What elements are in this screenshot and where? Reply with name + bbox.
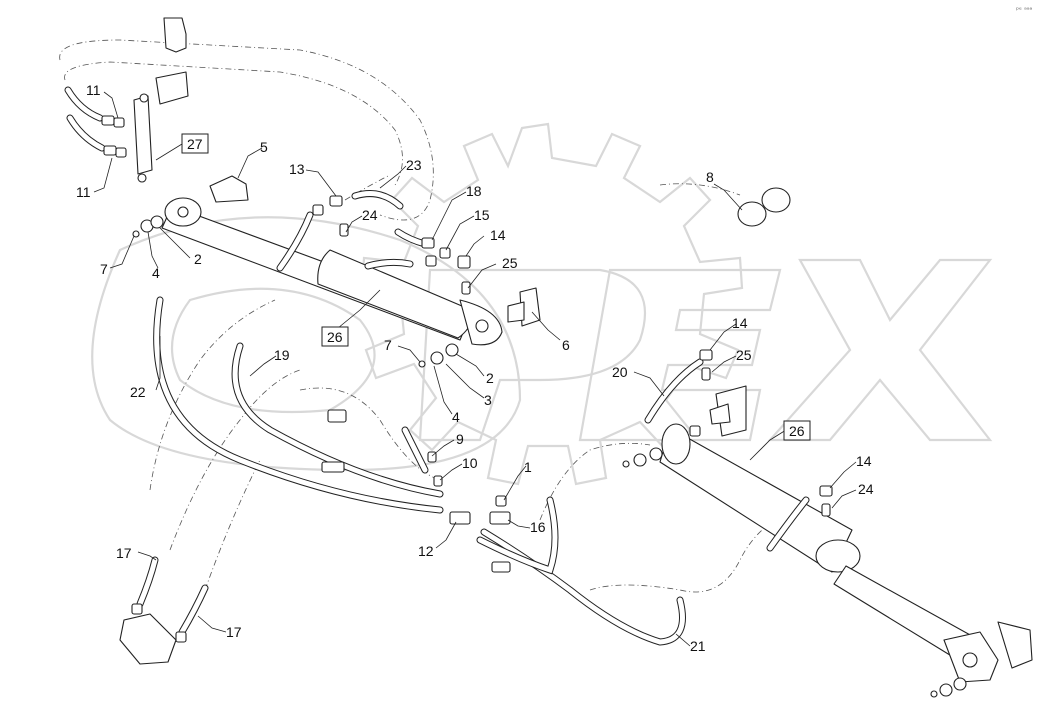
upper-cylinder — [161, 175, 541, 346]
callout-24b: 24 — [858, 481, 874, 497]
small-parts-upper — [132, 215, 459, 368]
callout-labels: 11 11 27 5 13 23 18 15 14 24 25 8 7 4 2 … — [76, 82, 874, 654]
callout-13: 13 — [289, 161, 305, 177]
callout-17a: 17 — [116, 545, 132, 561]
hoses-11 — [64, 86, 127, 158]
callout-26b-box — [783, 420, 811, 441]
callout-17b: 17 — [226, 624, 242, 640]
clamps — [321, 409, 511, 573]
callout-14b: 14 — [732, 315, 748, 331]
callout-2b: 2 — [486, 370, 494, 386]
small-cylinder — [133, 17, 189, 183]
callout-27: 27 — [187, 136, 203, 152]
callout-24a: 24 — [362, 207, 378, 223]
watermark-text — [91, 216, 993, 472]
callout-4a: 4 — [152, 265, 160, 281]
callout-14a: 14 — [490, 227, 506, 243]
callout-9: 9 — [456, 431, 464, 447]
upper-cylinder-hoses — [276, 190, 471, 295]
callout-18: 18 — [466, 183, 482, 199]
corner-mark: ᵖᵉ ᵃᵃᵃ — [1016, 6, 1033, 14]
lower-cylinder — [622, 349, 1033, 698]
callout-21: 21 — [690, 638, 706, 654]
callout-11b: 11 — [76, 184, 91, 200]
callout-11a: 11 — [86, 82, 101, 98]
callout-25a: 25 — [502, 255, 518, 271]
callout-27-box — [181, 133, 209, 154]
callout-8: 8 — [706, 169, 714, 185]
callout-23: 23 — [406, 157, 422, 173]
callout-16: 16 — [530, 519, 546, 535]
callout-14c: 14 — [856, 453, 872, 469]
callout-3: 3 — [484, 392, 492, 408]
callout-25b: 25 — [736, 347, 752, 363]
circlips — [737, 187, 791, 227]
long-hoses — [153, 296, 444, 514]
callout-22: 22 — [130, 384, 146, 400]
callout-6: 6 — [562, 337, 570, 353]
callout-15: 15 — [474, 207, 490, 223]
callout-26a: 26 — [327, 329, 343, 345]
callout-26b: 26 — [789, 423, 805, 439]
callout-2a: 2 — [194, 251, 202, 267]
callout-7b: 7 — [384, 337, 392, 353]
leader-lines — [93, 91, 857, 647]
callout-1: 1 — [524, 459, 532, 475]
callout-12: 12 — [418, 543, 434, 559]
callout-20: 20 — [612, 364, 628, 380]
hoses-17 — [119, 556, 209, 665]
callout-4b: 4 — [452, 409, 460, 425]
callout-26a-box — [321, 326, 349, 347]
callout-19: 19 — [274, 347, 290, 363]
callout-10: 10 — [462, 455, 478, 471]
callout-5: 5 — [260, 139, 268, 155]
callout-7a: 7 — [100, 261, 108, 277]
